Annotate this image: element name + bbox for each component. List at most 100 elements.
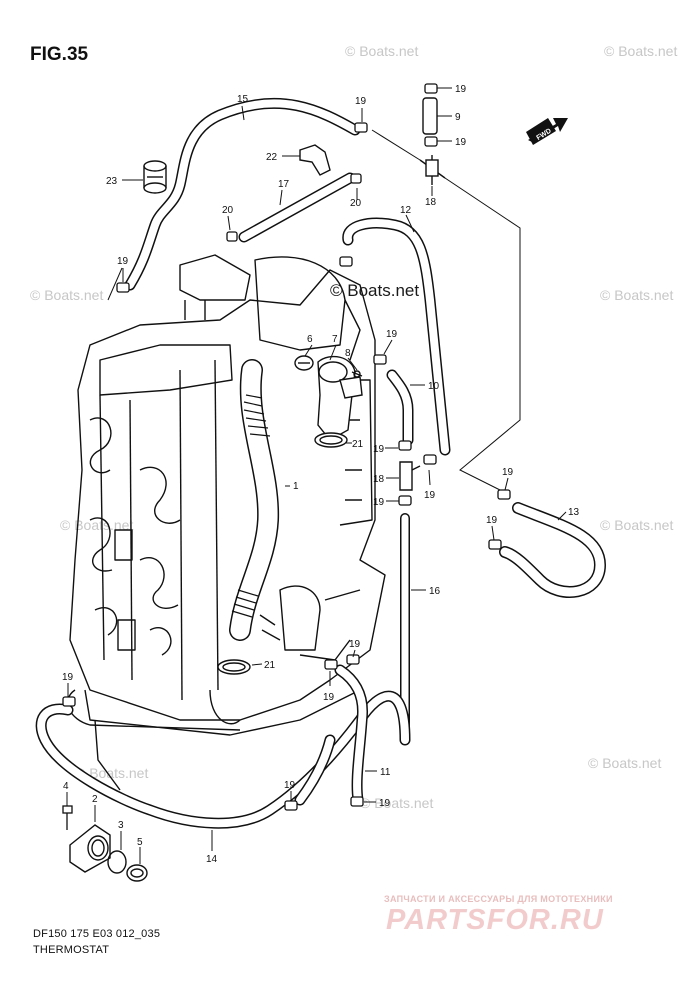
model-code: DF150 175 E03 012_035 [33, 928, 161, 940]
clamp-19 [339, 256, 353, 267]
clamp-19 [350, 796, 364, 807]
clip-20 [350, 173, 362, 184]
callout-23: 23 [106, 176, 118, 187]
clamp-19 [284, 800, 298, 811]
leader-lines [66, 87, 567, 864]
callout-20: 20 [350, 198, 362, 209]
callout-18: 18 [373, 474, 385, 485]
watermark-text-prominent: © Boats.net [330, 281, 419, 300]
callout-19: 19 [355, 96, 367, 107]
callout-19: 19 [373, 444, 385, 455]
engine-block [67, 254, 386, 791]
callout-labels: 15 19 19 9 19 22 23 17 20 20 18 12 19 6 … [62, 84, 580, 865]
thermostat-cover-7 [317, 355, 363, 441]
watermark-text: © Boats.net [345, 43, 418, 59]
callout-2: 2 [92, 794, 98, 805]
clamp-19 [373, 354, 387, 365]
callout-21: 21 [352, 439, 364, 450]
clamp-19 [354, 122, 368, 133]
clamp-19 [62, 696, 76, 707]
connection-lines [107, 129, 521, 491]
callout-5: 5 [137, 837, 143, 848]
hose-15 [124, 97, 361, 291]
callout-10: 10 [428, 381, 440, 392]
callout-16: 16 [429, 586, 441, 597]
callout-4: 4 [63, 781, 69, 792]
callout-19: 19 [455, 84, 467, 95]
bolt-8 [351, 370, 363, 378]
clamp-19 [488, 539, 502, 550]
bracket-22 [299, 144, 331, 176]
thermostat-6 [294, 355, 314, 371]
callout-1: 1 [293, 481, 299, 492]
clamp-19 [497, 489, 511, 500]
callout-19: 19 [386, 329, 398, 340]
brand-logo: PARTSFOR.RU [386, 904, 604, 936]
callout-19: 19 [117, 256, 129, 267]
callout-17: 17 [278, 179, 290, 190]
callout-22: 22 [266, 152, 278, 163]
callout-3: 3 [118, 820, 124, 831]
watermark-text: © Boats.net [600, 517, 673, 533]
watermark-text: © Boats.net [588, 755, 661, 771]
clamp-19 [423, 454, 437, 465]
callout-19: 19 [486, 515, 498, 526]
callout-14: 14 [206, 854, 218, 865]
callout-19: 19 [455, 137, 467, 148]
part-4-bolt [62, 805, 73, 830]
callout-19: 19 [62, 672, 74, 683]
callout-7: 7 [332, 334, 338, 345]
clamp-21-lower [217, 659, 251, 675]
part-2-housing [69, 824, 111, 873]
callout-12: 12 [400, 205, 412, 216]
hose-14 [35, 690, 411, 829]
callout-6: 6 [307, 334, 313, 345]
clamp-21-upper [314, 432, 348, 448]
watermark-text: © Boats.net [604, 43, 677, 59]
clamp-19 [398, 440, 412, 451]
callout-19: 19 [349, 639, 361, 650]
callout-21: 21 [264, 660, 276, 671]
hose-10 [386, 369, 414, 446]
hose-17 [238, 172, 356, 243]
fwd-arrow: FWD [526, 118, 568, 145]
watermark-text: © Boats.net [360, 795, 433, 811]
clamp-19 [116, 282, 130, 293]
grommet-23 [143, 160, 167, 194]
callout-19: 19 [323, 692, 335, 703]
hose-13 [499, 502, 606, 598]
callout-15: 15 [237, 94, 249, 105]
watermark-text: © Boats.net [600, 287, 673, 303]
clamp-19 [424, 136, 438, 147]
hose-1 [229, 359, 280, 641]
section-name: THERMOSTAT [33, 944, 110, 956]
hose-11 [294, 664, 369, 806]
callout-19: 19 [424, 490, 436, 501]
part-5-seal [126, 864, 148, 882]
tee-18-lower [399, 461, 421, 491]
clamp-19 [398, 495, 412, 506]
figure-title: FIG.35 [30, 44, 89, 65]
clip-20 [226, 231, 238, 242]
hose-12 [342, 217, 451, 456]
watermark-group: © Boats.net © Boats.net © Boats.net © Bo… [30, 43, 677, 811]
clamp-19 [346, 654, 360, 665]
callout-8: 8 [345, 348, 351, 359]
callout-19: 19 [379, 798, 391, 809]
clamp-19-group [62, 83, 511, 811]
callout-19: 19 [502, 467, 514, 478]
callout-13: 13 [568, 507, 580, 518]
part-3-ring [107, 850, 127, 874]
tee-18-upper [419, 155, 446, 185]
clamp-19 [324, 659, 338, 670]
callout-11: 11 [380, 767, 391, 778]
callout-19: 19 [373, 497, 385, 508]
callout-19: 19 [284, 780, 296, 791]
joint-9 [422, 97, 438, 135]
callout-9: 9 [455, 112, 461, 123]
brand-tagline: ЗАПЧАСТИ И АКСЕССУАРЫ ДЛЯ МОТОТЕХНИКИ [384, 894, 613, 904]
watermark-text: © Boats.net [30, 287, 103, 303]
callout-20: 20 [222, 205, 234, 216]
clamp-19 [424, 83, 438, 94]
